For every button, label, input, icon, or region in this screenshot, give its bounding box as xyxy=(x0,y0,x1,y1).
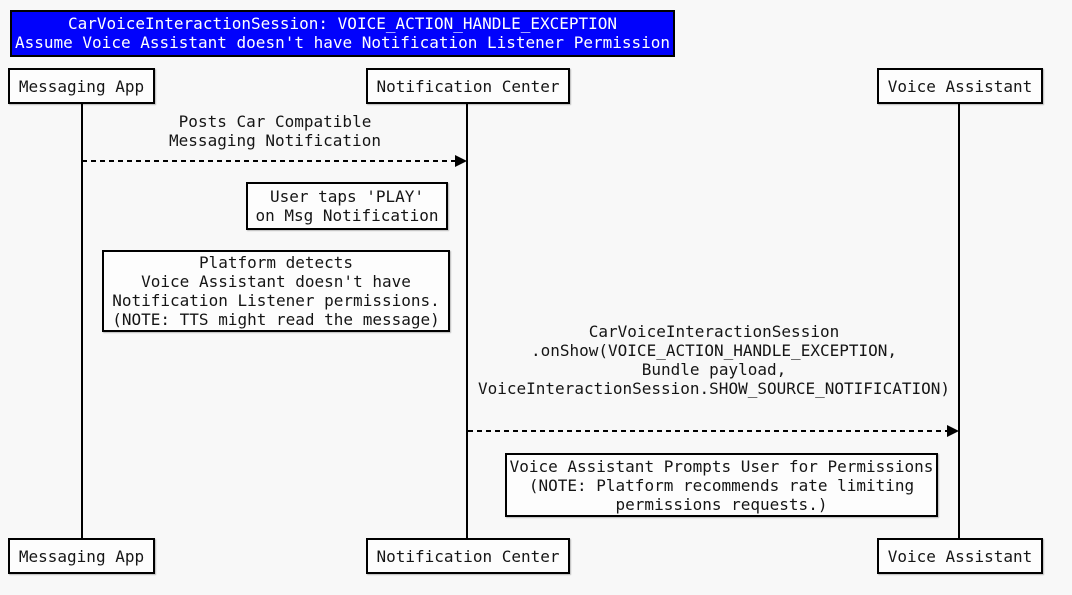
message-posts-notification-arrowhead-icon xyxy=(455,155,467,167)
lifeline-notification-center xyxy=(466,104,468,538)
note-platform-detects-line-2: Voice Assistant doesn't have xyxy=(141,272,411,291)
diagram-title: CarVoiceInteractionSession: VOICE_ACTION… xyxy=(10,10,675,57)
actor-messaging-app-label: Messaging App xyxy=(18,76,145,96)
actor-messaging-app-top: Messaging App xyxy=(8,68,155,104)
message-posts-notification-line-2: Messaging Notification xyxy=(169,131,381,150)
lifeline-messaging-app xyxy=(81,104,83,538)
actor-notification-center-label: Notification Center xyxy=(376,76,560,96)
diagram-title-line-1: CarVoiceInteractionSession: VOICE_ACTION… xyxy=(67,14,618,33)
note-user-taps-play: User taps 'PLAY' on Msg Notification xyxy=(246,182,448,230)
actor-voice-assistant-bottom: Voice Assistant xyxy=(877,538,1043,574)
actor-voice-assistant-top: Voice Assistant xyxy=(877,68,1043,104)
note-voice-assistant-prompts-line-3: permissions requests.) xyxy=(615,495,828,514)
lifeline-voice-assistant xyxy=(958,104,960,538)
note-user-taps-play-line-1: User taps 'PLAY' xyxy=(269,187,425,206)
actor-notification-center-top: Notification Center xyxy=(366,68,570,104)
actor-voice-assistant-label-bottom: Voice Assistant xyxy=(887,546,1033,566)
note-platform-detects-line-4: (NOTE: TTS might read the message) xyxy=(112,310,440,329)
message-posts-notification-arrow-line xyxy=(82,160,455,162)
message-onshow-line-4: VoiceInteractionSession.SHOW_SOURCE_NOTI… xyxy=(477,379,950,398)
note-voice-assistant-prompts-line-1: Voice Assistant Prompts User for Permiss… xyxy=(509,457,934,476)
diagram-title-line-2: Assume Voice Assistant doesn't have Noti… xyxy=(14,33,671,52)
actor-messaging-app-label-bottom: Messaging App xyxy=(18,546,145,566)
actor-notification-center-bottom: Notification Center xyxy=(366,538,570,574)
note-voice-assistant-prompts: Voice Assistant Prompts User for Permiss… xyxy=(505,453,938,517)
message-onshow-line-3: Bundle payload, xyxy=(641,360,787,379)
message-onshow-arrow-line xyxy=(468,430,947,432)
note-voice-assistant-prompts-line-2: (NOTE: Platform recommends rate limiting xyxy=(528,476,915,495)
message-onshow-arrowhead-icon xyxy=(947,425,959,437)
message-onshow-label: CarVoiceInteractionSession .onShow(VOICE… xyxy=(464,322,964,398)
message-posts-notification-label: Posts Car Compatible Messaging Notificat… xyxy=(155,112,395,150)
message-posts-notification-line-1: Posts Car Compatible xyxy=(178,112,372,131)
message-onshow-line-1: CarVoiceInteractionSession xyxy=(588,322,840,341)
message-onshow-line-2: .onShow(VOICE_ACTION_HANDLE_EXCEPTION, xyxy=(530,341,898,360)
note-platform-detects-line-1: Platform detects xyxy=(198,253,354,272)
note-platform-detects: Platform detects Voice Assistant doesn't… xyxy=(102,250,450,332)
actor-notification-center-label-bottom: Notification Center xyxy=(376,546,560,566)
note-platform-detects-line-3: Notification Listener permissions. xyxy=(112,291,440,310)
actor-voice-assistant-label: Voice Assistant xyxy=(887,76,1033,96)
note-user-taps-play-line-2: on Msg Notification xyxy=(255,206,439,225)
actor-messaging-app-bottom: Messaging App xyxy=(8,538,155,574)
